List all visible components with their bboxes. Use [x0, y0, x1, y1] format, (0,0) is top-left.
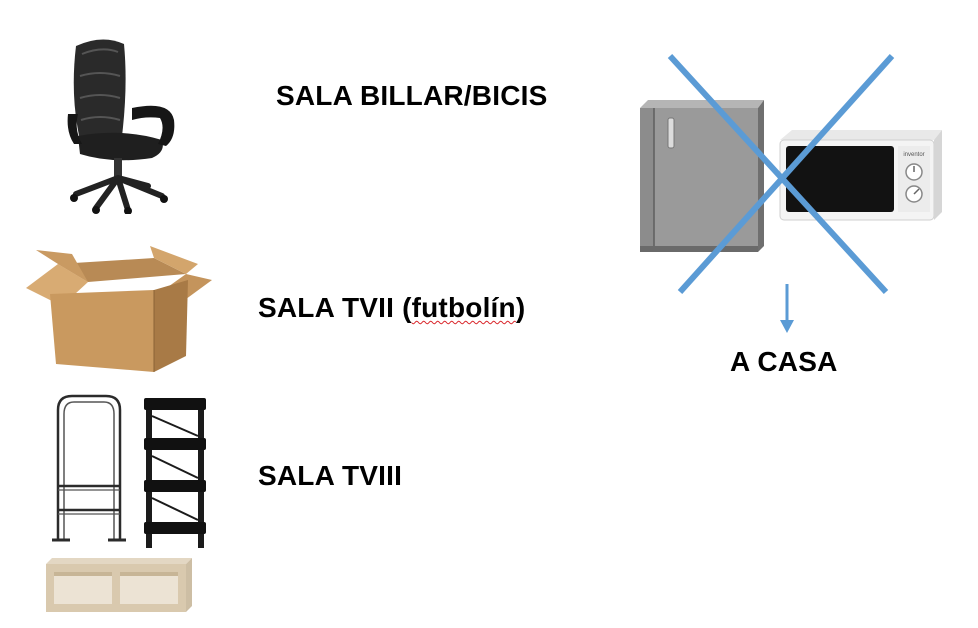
- spellcheck-word: futbolín: [411, 292, 516, 323]
- sala-tvii-label: SALA TVII (futbolín): [258, 292, 525, 324]
- appliance-brand: inventor: [903, 152, 924, 158]
- sala-tvii-suffix: ): [515, 292, 526, 323]
- microwave-icon: inventor: [776, 128, 942, 224]
- low-cube-shelf-icon: [42, 556, 194, 612]
- clothes-rack-icon: [52, 392, 126, 542]
- a-casa-label: A CASA: [730, 346, 838, 377]
- shelf-unit-icon: [142, 396, 208, 550]
- sala-tvii-prefix: SALA TVII (: [258, 292, 412, 323]
- sala-tviii-label: SALA TVIII: [258, 460, 403, 491]
- office-chair-icon: [62, 36, 180, 214]
- cross-out-icon: [660, 50, 900, 296]
- cardboard-box-icon: [22, 244, 214, 378]
- down-arrow-icon: [778, 284, 796, 334]
- sala-billar-label: SALA BILLAR/BICIS: [276, 80, 548, 111]
